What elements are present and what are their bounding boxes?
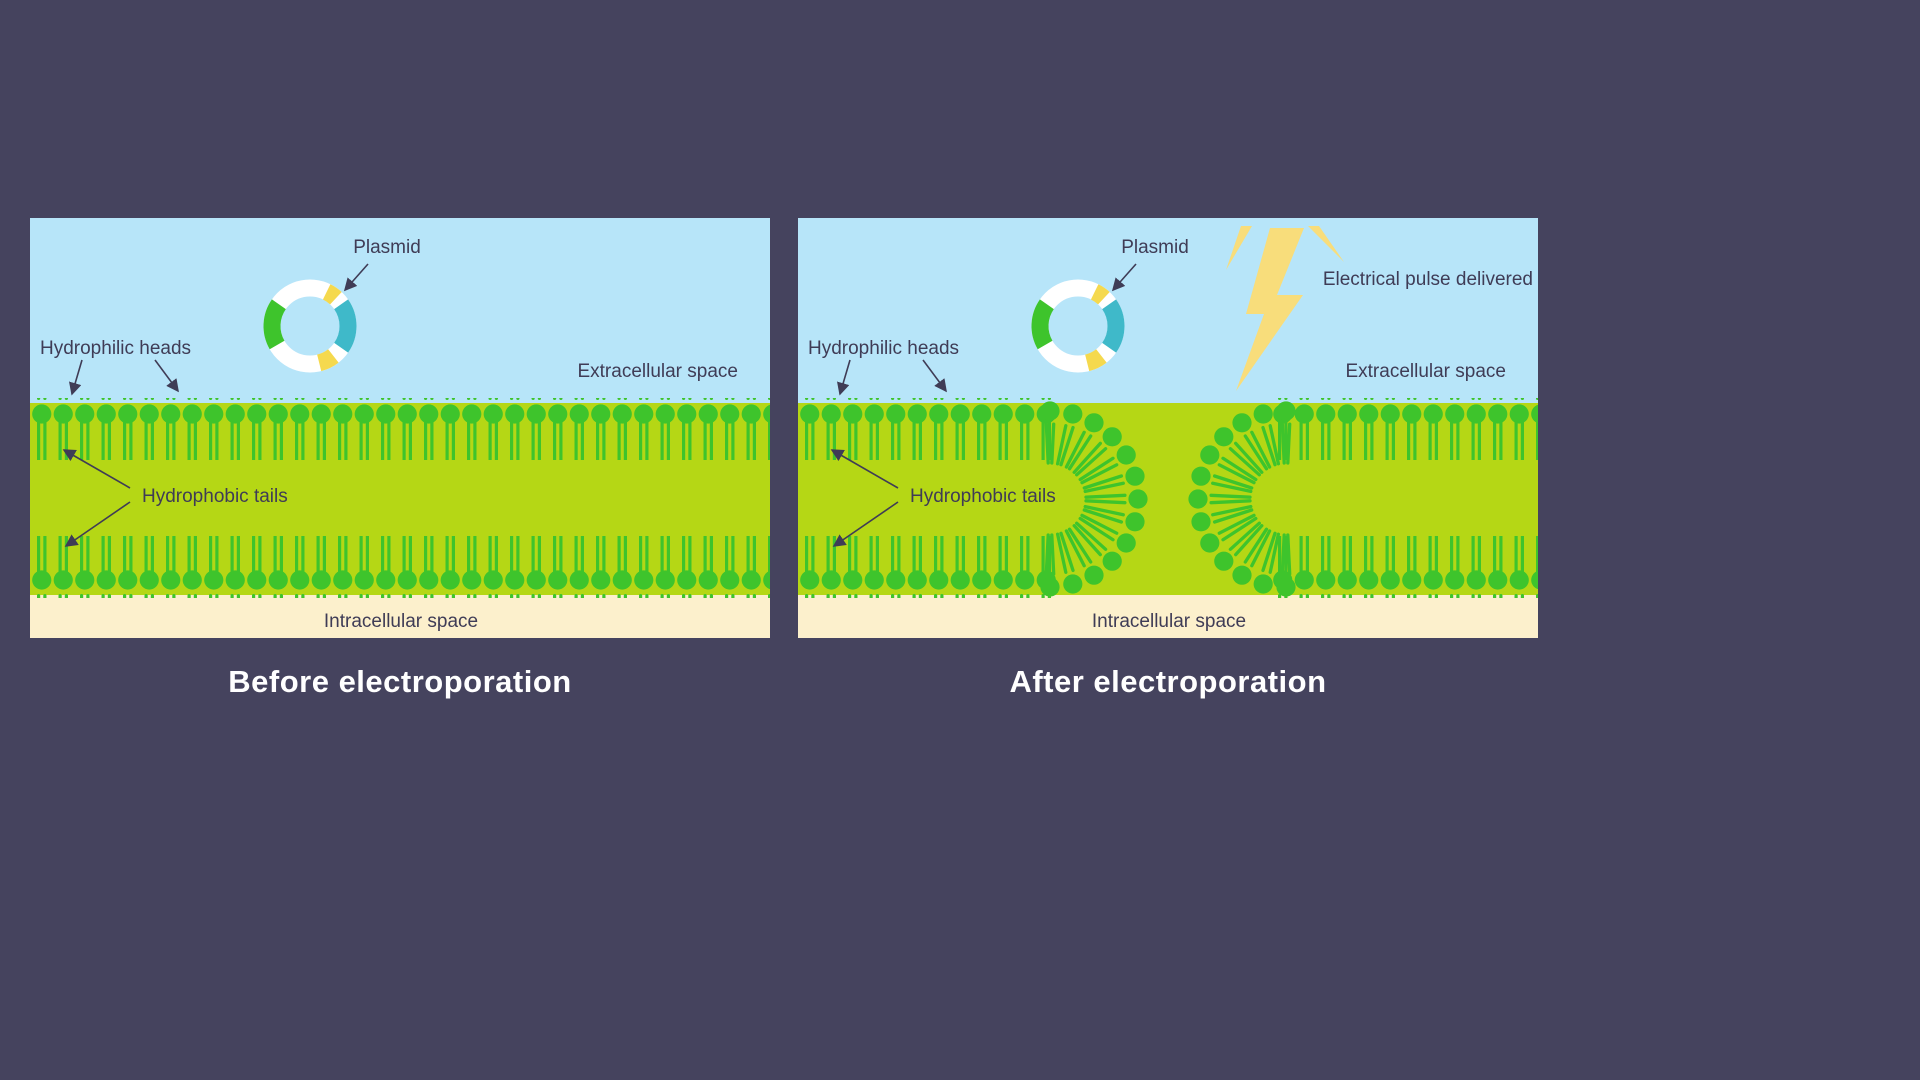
lipid-bottom-row-left xyxy=(798,536,1056,598)
lipid-bottom-row-right xyxy=(1272,536,1538,598)
hydrophobic-tails-label: Hydrophobic tails xyxy=(142,486,288,507)
extracellular-label: Extracellular space xyxy=(577,361,738,382)
before-title: Before electroporation xyxy=(228,664,572,699)
plasmid-yellow-segment xyxy=(1084,348,1107,372)
plasmid-arrow xyxy=(1111,263,1137,292)
lightning-spark-right xyxy=(1308,226,1344,262)
lightning-icon xyxy=(1226,226,1344,391)
hydrophobic-arrow-top xyxy=(62,449,131,489)
plasmid-teal-segment xyxy=(333,299,357,353)
intracellular-label: Intracellular space xyxy=(324,611,478,632)
after-title: After electroporation xyxy=(1009,664,1327,699)
lipid-top-row xyxy=(30,398,770,460)
plasmid-yellow-segment-2 xyxy=(1090,284,1110,305)
hydrophobic-arrow-bottom xyxy=(64,501,131,547)
plasmid-yellow-segment xyxy=(316,348,339,372)
hydrophilic-arrow-right xyxy=(154,359,179,393)
lightning-spark-left xyxy=(1226,226,1252,270)
intracellular-label: Intracellular space xyxy=(1092,611,1246,632)
plasmid-icon xyxy=(1031,279,1125,373)
plasmid-green-segment xyxy=(1031,299,1055,350)
plasmid-label: Plasmid xyxy=(1121,237,1189,258)
plasmid-icon xyxy=(263,279,357,373)
after-panel: Plasmid Electrical pulse delivered Hydro… xyxy=(798,218,1538,638)
hydrophilic-arrow-left xyxy=(837,359,851,396)
hydrophilic-heads-label: Hydrophilic heads xyxy=(40,338,191,359)
after-panel-canvas: Plasmid Electrical pulse delivered Hydro… xyxy=(798,218,1538,638)
before-panel: Plasmid Hydrophilic heads Hydrophobic ta… xyxy=(30,218,770,638)
plasmid-arrow xyxy=(343,263,369,292)
lipid-top-row-right xyxy=(1272,398,1538,460)
before-panel-canvas: Plasmid Hydrophilic heads Hydrophobic ta… xyxy=(30,218,770,638)
intracellular-region xyxy=(798,595,1538,638)
pore-right-fan xyxy=(1188,401,1296,597)
hydrophilic-arrow-right xyxy=(922,359,947,393)
intracellular-region xyxy=(30,595,770,638)
hydrophobic-tails-label: Hydrophobic tails xyxy=(910,486,1056,507)
plasmid-green-segment xyxy=(263,299,287,350)
lipid-bottom-row xyxy=(30,536,770,598)
plasmid-yellow-segment-2 xyxy=(322,284,342,305)
hydrophilic-heads-label: Hydrophilic heads xyxy=(808,338,959,359)
plasmid-teal-segment xyxy=(1101,299,1125,353)
pore-left-fan xyxy=(1040,401,1148,597)
hydrophobic-arrow-bottom xyxy=(832,501,899,547)
lipid-top-row-left xyxy=(798,398,1056,460)
electrical-pulse-label: Electrical pulse delivered xyxy=(1323,269,1533,290)
extracellular-label: Extracellular space xyxy=(1345,361,1506,382)
plasmid-label: Plasmid xyxy=(353,237,421,258)
hydrophilic-arrow-left xyxy=(69,359,83,396)
hydrophobic-arrow-top xyxy=(830,449,899,489)
